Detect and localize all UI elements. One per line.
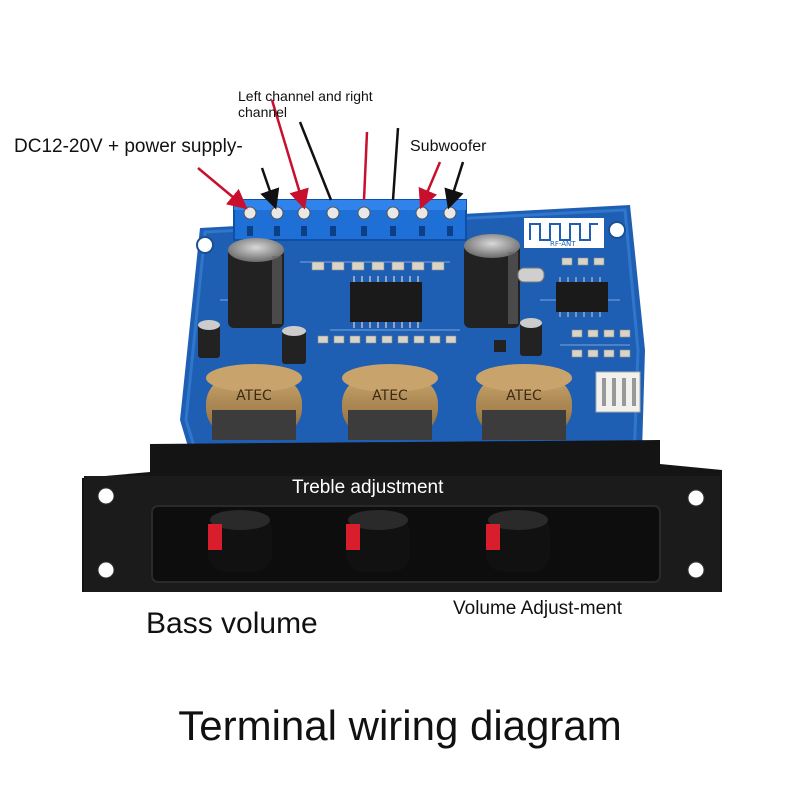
- knob-icon: [208, 510, 272, 572]
- capacitor-icon: [228, 238, 284, 328]
- mounting-hole-icon: [97, 561, 115, 579]
- arrow-icon: [197, 167, 248, 210]
- arrow-icon: [362, 131, 369, 201]
- knob-icon: [486, 510, 550, 572]
- chip-icon: [350, 276, 422, 328]
- mounting-hole-icon: [97, 487, 115, 505]
- mounting-hole-icon: [687, 561, 705, 579]
- arrow-icon: [391, 127, 400, 201]
- crystal: [517, 267, 545, 283]
- label-power-supply: DC12-20V + power supply-: [14, 136, 243, 157]
- smd-components: [311, 257, 631, 358]
- label-subwoofer: Subwoofer: [410, 138, 487, 155]
- mounting-hole-icon: [608, 221, 626, 239]
- terminal-block: [233, 199, 467, 241]
- label-treble-adjustment: Treble adjustment: [292, 477, 444, 498]
- label-bass-volume: Bass volume: [146, 607, 318, 640]
- capacitor-icon: [464, 234, 520, 328]
- arrow-icon: [270, 99, 309, 210]
- capacitor-icon: [198, 318, 542, 364]
- arrow-icon: [444, 161, 465, 210]
- label-left-right-channel: Left channel and right channel: [238, 88, 373, 121]
- wiring-arrows: [197, 99, 465, 210]
- transistor: [494, 340, 506, 352]
- chip-icon: [556, 277, 608, 317]
- antenna: RF-ANT: [524, 218, 604, 248]
- potentiometer-icon: ATEC: [206, 364, 302, 440]
- knob-brand-label: ATEC: [236, 388, 272, 404]
- knob-brand-label: ATEC: [506, 388, 542, 404]
- knob-icon: [346, 510, 410, 572]
- potentiometer-icon: ATEC: [476, 364, 572, 440]
- arrow-icon: [298, 121, 333, 201]
- arrow-icon: [260, 167, 280, 210]
- antenna-label: RF-ANT: [550, 240, 576, 248]
- mounting-hole-icon: [687, 489, 705, 507]
- potentiometer-icon: ATEC: [342, 364, 438, 440]
- arrow-icon: [418, 161, 442, 210]
- label-volume-adjustment: Volume Adjust-ment: [453, 598, 622, 619]
- mounting-hole-icon: [196, 236, 214, 254]
- diagram-title: Terminal wiring diagram: [178, 702, 622, 749]
- knob-brand-label: ATEC: [372, 388, 408, 404]
